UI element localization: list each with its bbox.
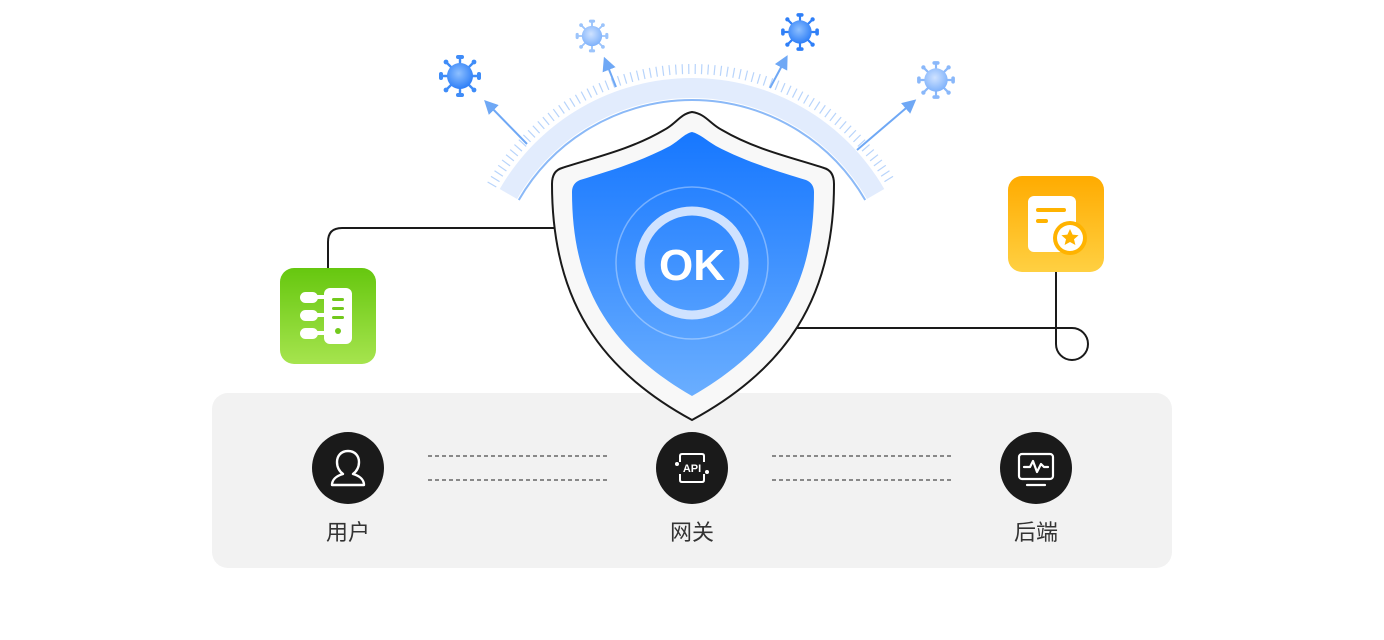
- virus-icon: [916, 60, 956, 100]
- arc-tick: [865, 149, 875, 157]
- arc-tick: [762, 75, 768, 86]
- arc-tick: [725, 66, 729, 77]
- flow-node-label: 用户: [326, 521, 370, 546]
- arc-tick: [642, 69, 646, 80]
- shield-icon: OK: [550, 110, 836, 422]
- api-badge: API: [683, 463, 701, 475]
- arc-tick: [494, 170, 504, 177]
- virus-icon: [574, 18, 610, 54]
- flow-node-backend: 后端: [1000, 432, 1072, 546]
- arc-tick: [834, 116, 842, 126]
- arc-tick: [574, 94, 581, 104]
- arc-tick: [542, 116, 550, 126]
- arc-tick: [569, 97, 576, 107]
- arc-tick: [487, 181, 497, 188]
- arc-tick: [877, 164, 887, 172]
- arc-tick: [750, 72, 755, 83]
- arc-tick: [713, 65, 716, 76]
- arc-tick: [661, 65, 665, 76]
- arc-tick: [616, 75, 622, 86]
- right-connector: [796, 270, 1089, 362]
- certificate-icon: [1008, 176, 1104, 272]
- arc-tick: [880, 170, 890, 177]
- arc-tick: [707, 64, 710, 75]
- arrow-4: [856, 99, 917, 151]
- arc-tick: [732, 67, 736, 78]
- virus-icon: [437, 53, 483, 99]
- flow-node-user: 用户: [312, 432, 384, 546]
- arc-tick: [552, 108, 560, 118]
- arc-tick: [857, 139, 866, 147]
- arc-tick: [563, 101, 571, 111]
- arc-tick: [780, 82, 786, 93]
- arc-tick: [869, 154, 879, 162]
- arc-tick: [884, 175, 894, 183]
- arc-tick: [668, 65, 671, 76]
- arc-tick: [547, 112, 555, 122]
- arc-tick: [797, 91, 804, 101]
- arc-tick: [819, 104, 826, 114]
- arc-tick: [839, 120, 847, 130]
- flow-lines: [428, 455, 952, 481]
- arc-tick: [808, 97, 815, 107]
- arrow-3: [769, 55, 788, 89]
- arc-tick: [768, 78, 774, 88]
- arc-tick: [853, 134, 862, 143]
- arc-tick: [786, 85, 792, 96]
- arrow-2: [602, 56, 617, 88]
- arc-tick: [522, 134, 531, 143]
- server-config-icon: [280, 268, 376, 364]
- arc-tick: [861, 144, 870, 152]
- arc-tick: [744, 70, 749, 81]
- arc-tick: [558, 104, 565, 114]
- flow-node-label: 后端: [1014, 521, 1058, 546]
- deflection-arrows: [484, 55, 917, 151]
- arc-tick: [610, 78, 616, 88]
- arc-tick: [813, 101, 821, 111]
- arc-tick: [803, 94, 810, 104]
- arc-tick: [629, 72, 634, 83]
- flow-node-gateway: API 网关: [656, 432, 728, 546]
- arc-tick: [738, 69, 742, 80]
- arc-tick: [824, 108, 832, 118]
- arc-tick: [537, 120, 545, 130]
- arc-tick: [791, 88, 798, 98]
- arc-tick: [674, 64, 677, 75]
- arc-tick: [598, 82, 604, 93]
- arc-tick: [623, 73, 628, 84]
- monitor-icon: [1017, 452, 1055, 487]
- user-icon: [330, 449, 366, 487]
- arc-tick: [635, 70, 640, 81]
- arc-tick: [490, 175, 500, 183]
- arc-tick: [829, 112, 837, 122]
- arc-tick: [497, 164, 507, 172]
- shield-arc: [487, 64, 894, 201]
- arc-tick: [774, 80, 780, 91]
- api-icon: API: [675, 453, 709, 483]
- flow-node-label: 网关: [670, 521, 714, 546]
- virus-icon: [780, 12, 820, 52]
- arc-tick: [505, 154, 515, 162]
- arrow-1: [484, 99, 528, 145]
- arc-tick: [514, 144, 523, 152]
- arc-tick: [843, 125, 852, 134]
- arc-tick: [592, 85, 598, 96]
- arc-tick: [580, 91, 587, 101]
- arc-tick: [848, 129, 857, 138]
- arc-tick: [756, 73, 761, 84]
- arc-tick: [518, 139, 527, 147]
- arc-tick: [648, 67, 652, 78]
- arc-tick: [586, 88, 593, 98]
- arc-tick: [719, 65, 723, 76]
- left-connector: [327, 227, 560, 268]
- arc-tick: [873, 159, 883, 167]
- arc-tick: [501, 159, 511, 167]
- arc-tick: [655, 66, 659, 77]
- arc-tick: [604, 80, 610, 91]
- arc-tick: [509, 149, 519, 157]
- status-text: OK: [659, 241, 725, 290]
- arc-tick: [532, 125, 541, 134]
- arc-tick: [527, 129, 536, 138]
